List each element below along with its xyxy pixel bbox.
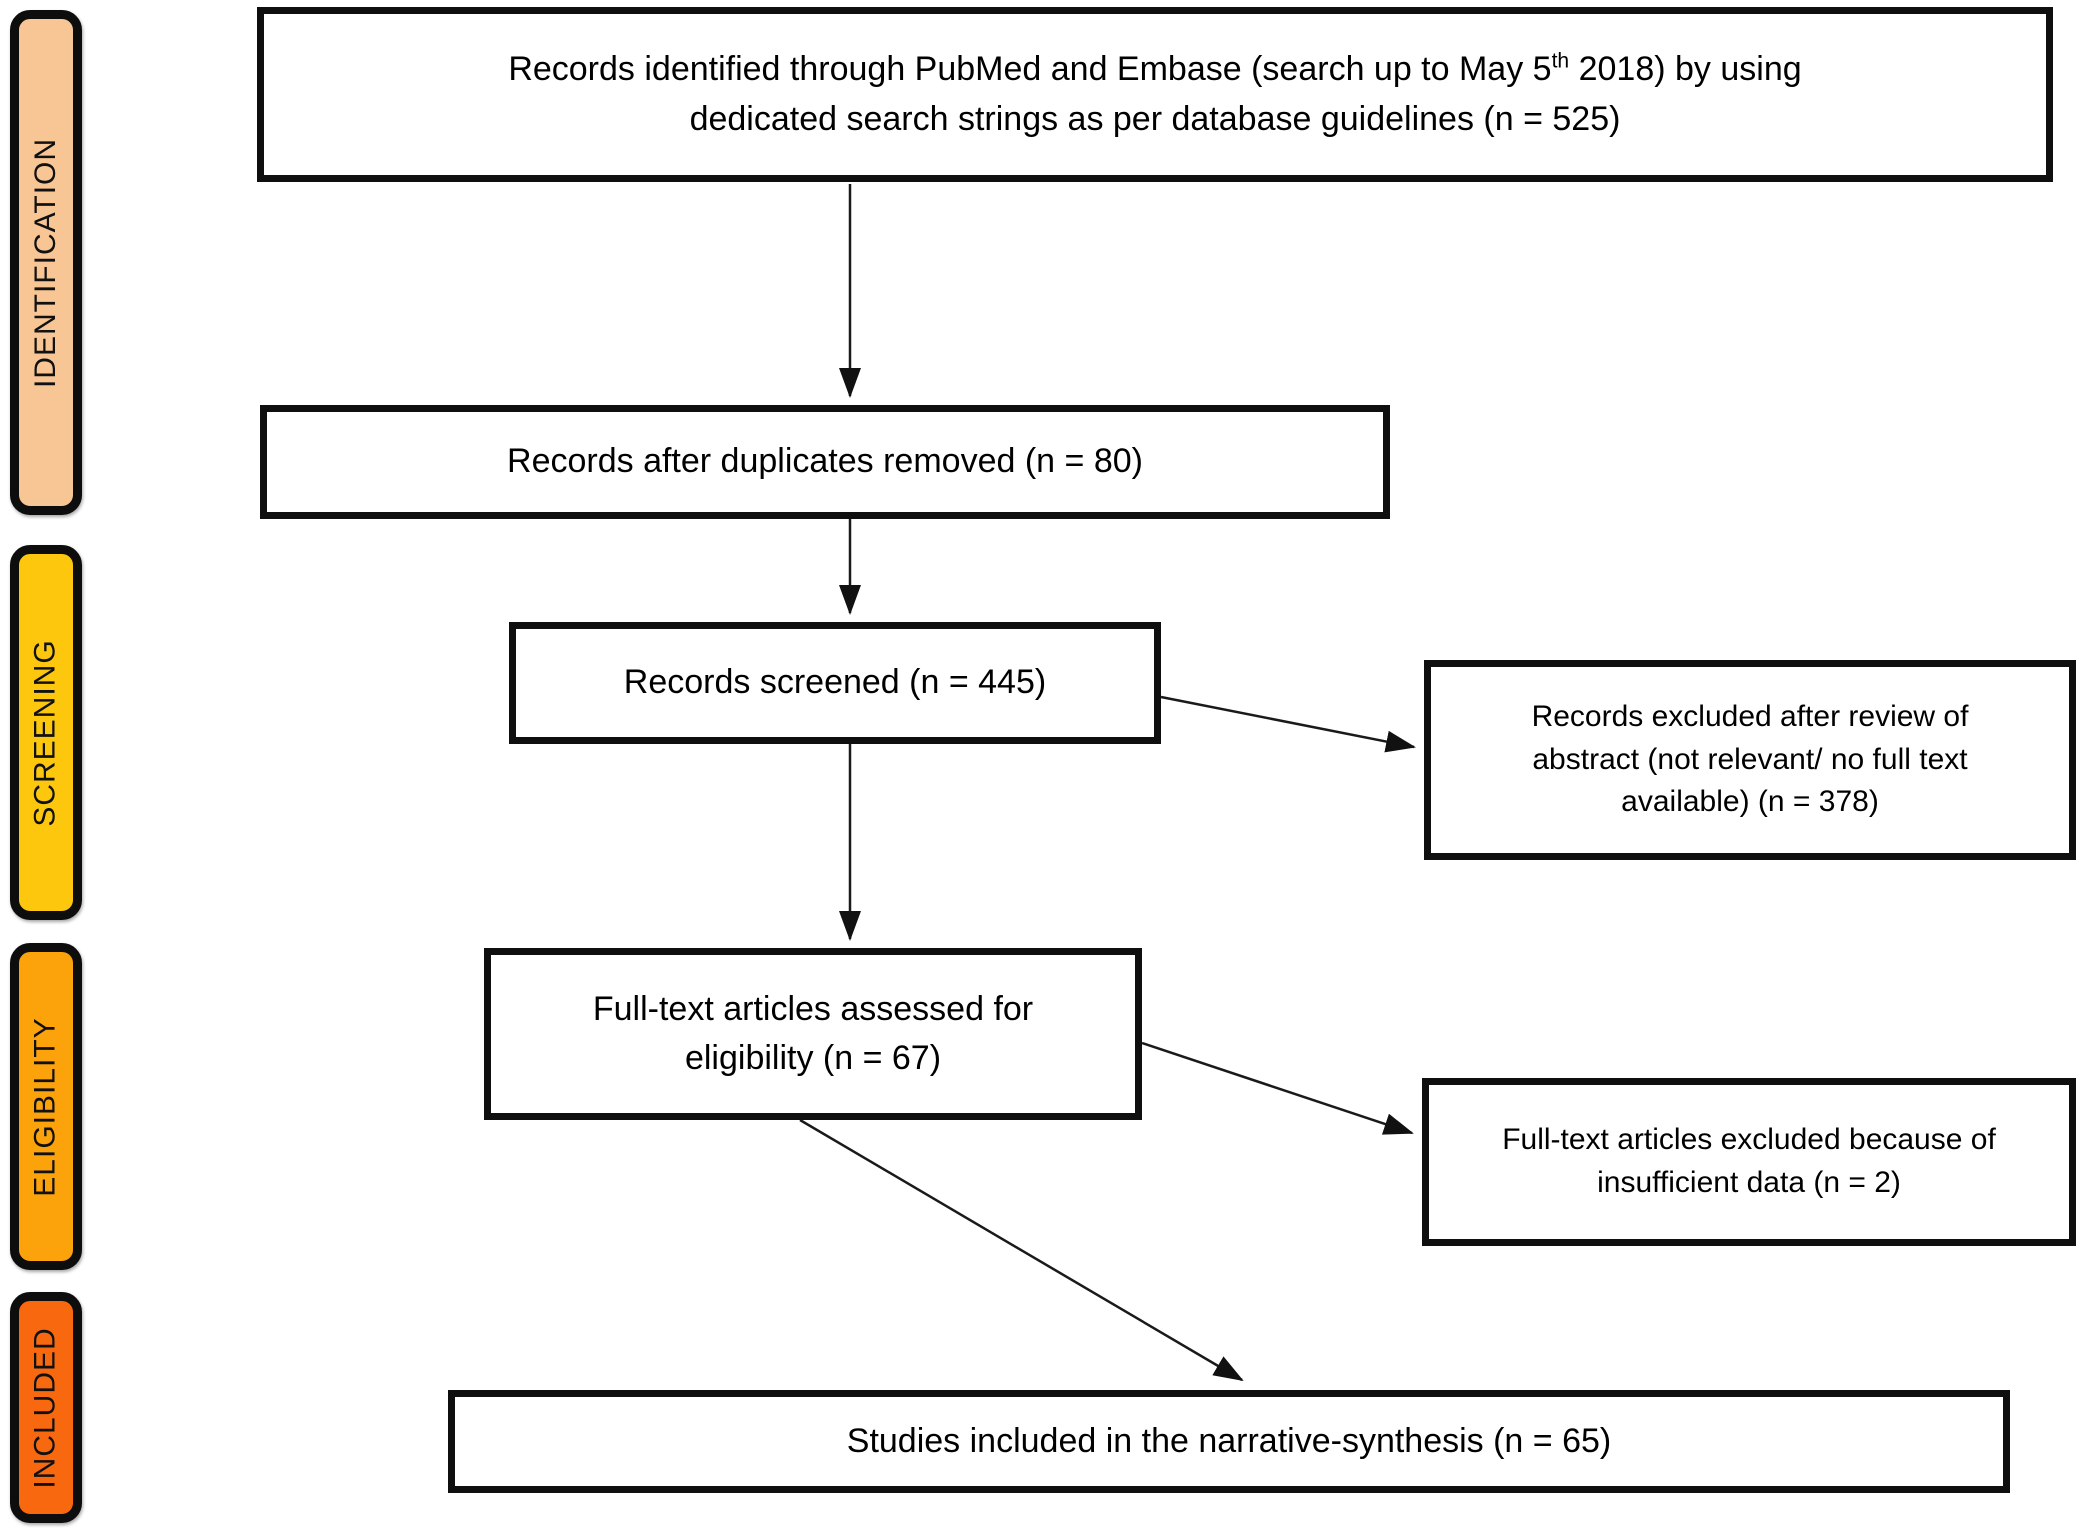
arrow-fulltext-to-included xyxy=(799,1118,1244,1382)
stage-identification-label: IDENTIFICATION xyxy=(29,137,63,388)
stage-eligibility: ELIGIBILITY xyxy=(10,943,82,1270)
superscript-th: th xyxy=(1551,49,1570,73)
box-studies-included-text: Studies included in the narrative-synthe… xyxy=(846,1421,1612,1460)
box-excluded-fulltext: Full-text articles excluded because of i… xyxy=(1422,1078,2076,1246)
box-excluded-fulltext-line2: insufficient data (n = 2) xyxy=(1597,1166,1901,1199)
box-records-identified-line2: dedicated search strings as per database… xyxy=(689,99,1621,138)
box-fulltext-assessed-line2: eligibility (n = 67) xyxy=(684,1039,942,1077)
box-excluded-abstract-line2: abstract (not relevant/ no full text xyxy=(1532,742,1968,776)
box-fulltext-assessed-line1: Full-text articles assessed for xyxy=(592,989,1034,1028)
box-records-screened-text: Records screened (n = 445) xyxy=(623,663,1047,702)
box-records-identified-line1: Records identified through PubMed and Em… xyxy=(508,49,1802,89)
box-excluded-abstract: Records excluded after review of abstrac… xyxy=(1424,660,2076,860)
box-duplicates-removed-text: Records after duplicates removed (n = 80… xyxy=(507,442,1143,481)
box-excluded-fulltext-line1: Full-text articles excluded because of xyxy=(1502,1123,1996,1157)
box-fulltext-assessed: Full-text articles assessed for eligibil… xyxy=(484,948,1142,1120)
stage-identification: IDENTIFICATION xyxy=(10,10,82,515)
stage-screening-label: SCREENING xyxy=(29,638,63,827)
stage-included-label: INCLUDED xyxy=(29,1326,63,1489)
box-excluded-abstract-line3: available) (n = 378) xyxy=(1621,785,1879,819)
stage-screening: SCREENING xyxy=(10,545,82,920)
box-records-screened: Records screened (n = 445) xyxy=(509,622,1161,744)
box-duplicates-removed: Records after duplicates removed (n = 80… xyxy=(260,405,1390,519)
box-records-identified: Records identified through PubMed and Em… xyxy=(257,7,2053,182)
arrow-fulltext-to-excluded-fulltext xyxy=(1141,1041,1414,1135)
box-excluded-abstract-line1: Records excluded after review of xyxy=(1531,700,1969,734)
stage-included: INCLUDED xyxy=(10,1292,82,1523)
arrow-screened-to-excluded-abstract xyxy=(1160,695,1416,753)
box-studies-included: Studies included in the narrative-synthe… xyxy=(448,1390,2010,1493)
stage-eligibility-label: ELIGIBILITY xyxy=(29,1016,62,1197)
